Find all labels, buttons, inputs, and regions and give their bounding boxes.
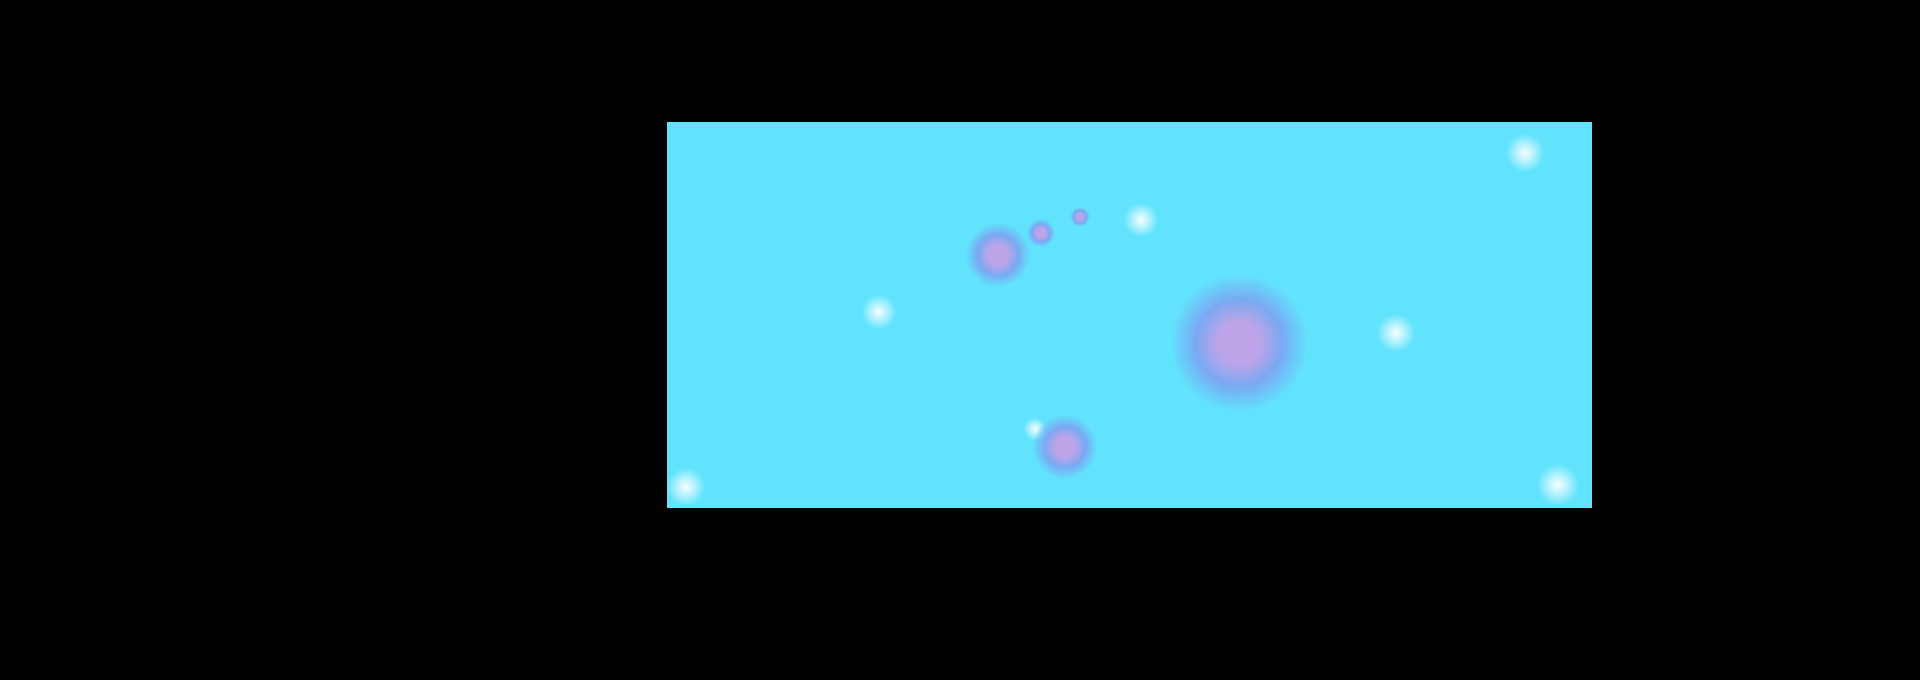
white-glow-particle[interactable] <box>1123 202 1159 238</box>
white-glow-particle[interactable] <box>861 294 897 330</box>
playfield[interactable] <box>667 122 1592 508</box>
white-glow-particle[interactable] <box>667 467 706 507</box>
purple-cell-blob[interactable] <box>1027 219 1055 247</box>
purple-cell-blob[interactable] <box>1070 207 1090 227</box>
white-glow-particle[interactable] <box>1376 313 1416 353</box>
purple-cell-blob[interactable] <box>1033 415 1097 479</box>
purple-cell-blob[interactable] <box>966 223 1030 287</box>
purple-cell-blob[interactable] <box>1171 275 1307 411</box>
white-glow-particle[interactable] <box>1536 463 1580 507</box>
white-glow-particle[interactable] <box>1505 133 1545 173</box>
